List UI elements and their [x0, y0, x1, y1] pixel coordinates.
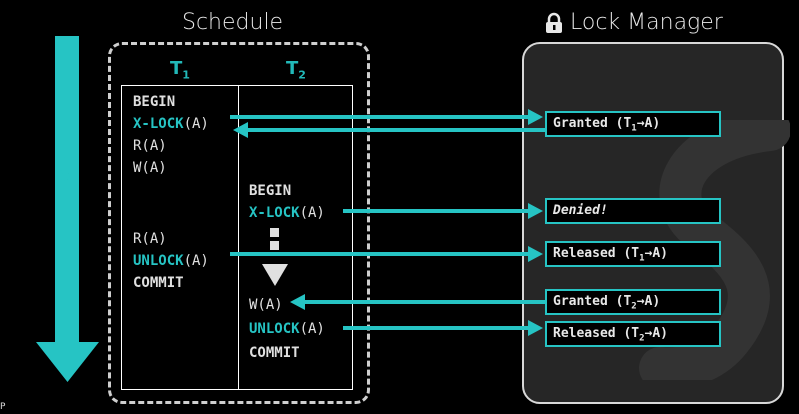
t1-write: W(A)	[133, 160, 167, 176]
t2-commit: COMMIT	[249, 345, 300, 361]
t1-begin: BEGIN	[133, 94, 176, 110]
source-fragment: P	[0, 402, 6, 412]
t1-xlock: X-LOCK(A)	[133, 116, 209, 132]
t2-unlock: UNLOCK(A)	[249, 321, 325, 337]
response-granted-t2: Granted (T2→A)	[545, 289, 721, 315]
t1-header: T1	[170, 58, 190, 82]
lock-manager-title: Lock Manager	[570, 10, 723, 35]
t2-write: W(A)	[249, 297, 283, 313]
schedule-box	[108, 42, 370, 404]
t2-header: T2	[286, 58, 306, 82]
t1-read-2: R(A)	[133, 231, 167, 247]
background-logo	[639, 120, 790, 380]
t1-commit: COMMIT	[133, 275, 184, 291]
t2-begin: BEGIN	[249, 183, 292, 199]
t1-read: R(A)	[133, 138, 167, 154]
lock-icon	[546, 12, 562, 33]
response-released-t1: Released (T1→A)	[545, 241, 721, 267]
wait-arrow-icon	[262, 228, 288, 286]
t2-xlock: X-LOCK(A)	[249, 205, 325, 221]
response-granted-t1: Granted (T1→A)	[545, 111, 721, 137]
schedule-title: Schedule	[182, 10, 284, 35]
column-divider	[238, 85, 239, 390]
time-arrow-icon	[36, 36, 99, 382]
schedule-table	[121, 85, 353, 390]
response-released-t2: Released (T2→A)	[545, 321, 721, 347]
response-denied: Denied!	[545, 198, 721, 224]
t1-unlock: UNLOCK(A)	[133, 253, 209, 269]
